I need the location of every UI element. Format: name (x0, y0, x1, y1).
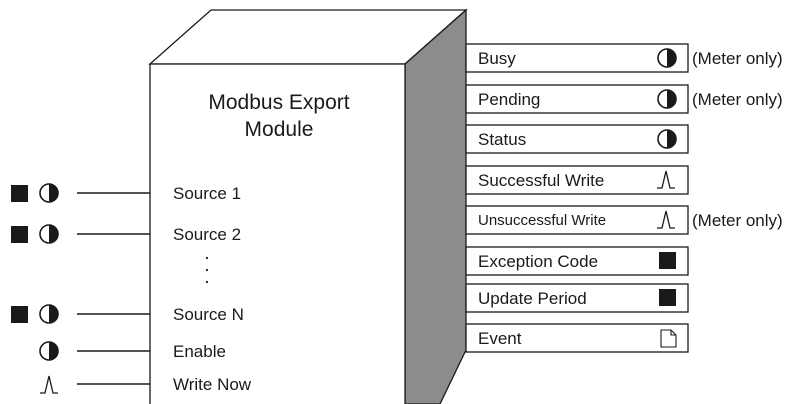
module-title-line2: Module (245, 118, 314, 141)
output-label-event: Event (478, 329, 522, 348)
output-box-pending (465, 84, 689, 114)
output-box-status (465, 124, 689, 154)
boolean-half-circle-icon (657, 48, 677, 68)
output-note-unsuccessful-write: (Meter only) (692, 211, 783, 230)
output-label-unsuccessful-write: Unsuccessful Write (478, 212, 606, 229)
output-label-status: Status (478, 130, 526, 149)
input-label-source-2: Source 2 (173, 225, 241, 244)
output-note-pending: (Meter only) (692, 90, 783, 109)
output-box-successful-write (465, 165, 689, 195)
output-box-exception-code (465, 246, 689, 276)
output-box-event (465, 323, 689, 353)
boolean-half-circle-icon (39, 304, 59, 324)
ellipsis-dots (205, 256, 209, 284)
module-box (148, 8, 468, 404)
input-label-source-1: Source 1 (173, 184, 241, 203)
pulse-icon (657, 170, 675, 189)
boolean-half-circle-icon (39, 341, 59, 361)
input-icons-source-2 (11, 224, 59, 244)
numeric-square-icon (659, 289, 676, 306)
input-label-enable: Enable (173, 342, 226, 361)
input-lines (77, 192, 150, 385)
output-note-busy: (Meter only) (692, 49, 783, 68)
input-icons-write-now (40, 375, 58, 394)
input-icons-source-1 (11, 183, 59, 203)
numeric-square-icon (11, 185, 28, 202)
output-label-exception-code: Exception Code (478, 252, 598, 271)
event-document-icon (660, 329, 677, 348)
output-box-busy (465, 43, 689, 73)
output-label-successful-write: Successful Write (478, 171, 604, 190)
output-box-update-period (465, 283, 689, 313)
module-title-line1: Modbus Export (208, 91, 349, 114)
input-icons-enable (39, 341, 59, 361)
boolean-half-circle-icon (39, 183, 59, 203)
output-label-update-period: Update Period (478, 289, 587, 308)
input-icons-source-n (11, 304, 59, 324)
output-box-unsuccessful-write (465, 205, 689, 235)
pulse-icon (657, 210, 675, 229)
numeric-square-icon (11, 226, 28, 243)
numeric-square-icon (659, 252, 676, 269)
output-label-pending: Pending (478, 90, 540, 109)
input-label-write-now: Write Now (173, 375, 252, 394)
input-label-source-n: Source N (173, 305, 244, 324)
module-front-face (149, 63, 406, 404)
boolean-half-circle-icon (657, 129, 677, 149)
boolean-half-circle-icon (657, 89, 677, 109)
module-side-face (404, 8, 467, 404)
output-label-busy: Busy (478, 49, 516, 68)
numeric-square-icon (11, 306, 28, 323)
output-boxes (465, 43, 689, 353)
pulse-icon (40, 375, 58, 394)
boolean-half-circle-icon (39, 224, 59, 244)
